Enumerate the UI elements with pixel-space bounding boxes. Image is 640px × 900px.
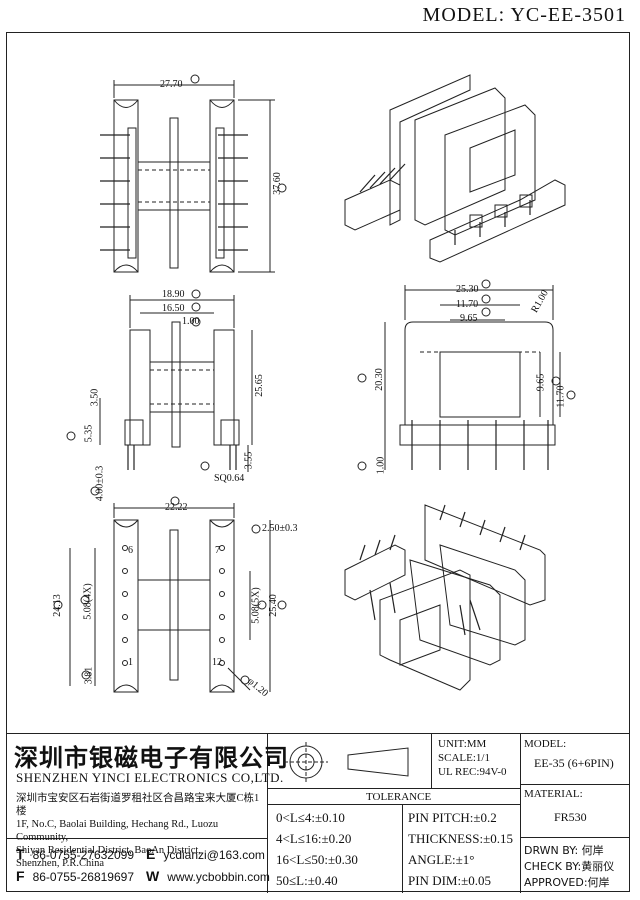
dim-d10: 25.30 [456, 284, 479, 295]
dim-d1: 18.90 [162, 289, 185, 300]
dim-d20: 5.08(4X) [82, 583, 94, 620]
dim-d22: 24.13 [51, 594, 63, 617]
front-view [357, 279, 576, 471]
dim-d16: 11.70 [555, 385, 567, 408]
tolerance-title: TOLERANCE [366, 791, 432, 803]
dim-d12: 9.65 [460, 313, 478, 324]
company-name-en: SHENZHEN YINCI ELECTRONICS CO,LTD. [16, 770, 284, 785]
material-value: FR530 [554, 810, 587, 824]
projection-symbol [284, 742, 409, 782]
dim-d11: 11.70 [456, 299, 479, 310]
drawn-by: DRWN BY: 何岸 [524, 844, 604, 857]
isometric-view-bottom [344, 504, 546, 691]
bottom-view [53, 496, 287, 693]
top-view [100, 74, 287, 273]
material-label: MATERIAL: [524, 788, 583, 800]
drawing-frame [6, 32, 630, 892]
tolerance-2: 4<L≤16:±0.20 [276, 831, 352, 846]
scale-label: SCALE:1/1 [438, 752, 490, 764]
dim-d3: 1.00 [182, 316, 200, 327]
tolerance-3: 16<L≤50:±0.30 [276, 852, 358, 867]
approved-by: APPROVED:何岸 [524, 876, 610, 889]
dim-d17: 1.00 [375, 456, 387, 475]
company-name-cn: 深圳市银磁电子有限公司 [14, 743, 289, 772]
dim-d8: SQ0.64 [214, 473, 245, 484]
dim-d24: 3.81 [83, 666, 95, 685]
dim-d21: 5.08(5X) [250, 587, 262, 624]
tolerance-1: 0<L≤4:±0.10 [276, 810, 345, 825]
tolerance-4: 50≤L:±0.40 [276, 873, 338, 888]
checked-by: CHECK BY:黄丽仪 [524, 860, 615, 873]
dim-d6: 5.35 [83, 424, 95, 443]
tolerance-pin-pitch: PIN PITCH:±0.2 [408, 810, 497, 825]
side-view [66, 289, 253, 496]
model-header: MODEL: YC-EE-3501 [422, 4, 626, 26]
dim-d5: 25.65 [253, 374, 265, 397]
model-value: EE-35 (6+6PIN) [534, 756, 614, 770]
tolerance-thickness: THICKNESS:±0.15 [408, 831, 514, 846]
ul-label: UL REC:94V-0 [438, 766, 507, 778]
title-block: 深圳市银磁电子有限公司 SHENZHEN YINCI ELECTRONICS C… [6, 733, 630, 893]
dim-top-width: 27.70 [160, 79, 183, 90]
dim-d18: 22.22 [165, 502, 188, 513]
company-address: 深圳市宝安区石岩街道罗租社区合昌路宝来大厦C栋1楼 1F, No.C, Baol… [16, 793, 260, 869]
model-label: MODEL: [524, 738, 567, 750]
pin-label-7: 7 [215, 545, 220, 556]
dim-d7: 3.55 [243, 451, 255, 470]
dim-d9: 4.00±0.3 [94, 465, 106, 502]
dim-d4: 3.50 [89, 388, 101, 407]
tolerance-angle: ANGLE:±1° [408, 852, 475, 867]
technical-drawing [53, 74, 576, 693]
pin-label-1: 1 [128, 657, 133, 668]
dim-d23: 25.40 [267, 594, 279, 617]
pin-label-6: 6 [128, 545, 133, 556]
tolerance-pin-dim: PIN DIM:±0.05 [408, 873, 491, 888]
dim-d19: 2.50±0.3 [262, 523, 298, 534]
dim-d2: 16.50 [162, 303, 185, 314]
dim-d14: 20.30 [373, 368, 385, 391]
unit-label: UNIT:MM [438, 738, 487, 750]
dim-top-height: 37.60 [271, 172, 283, 195]
dim-d15: 9.65 [535, 373, 547, 392]
pin-label-12: 12 [212, 657, 222, 668]
isometric-view-top [344, 74, 566, 263]
